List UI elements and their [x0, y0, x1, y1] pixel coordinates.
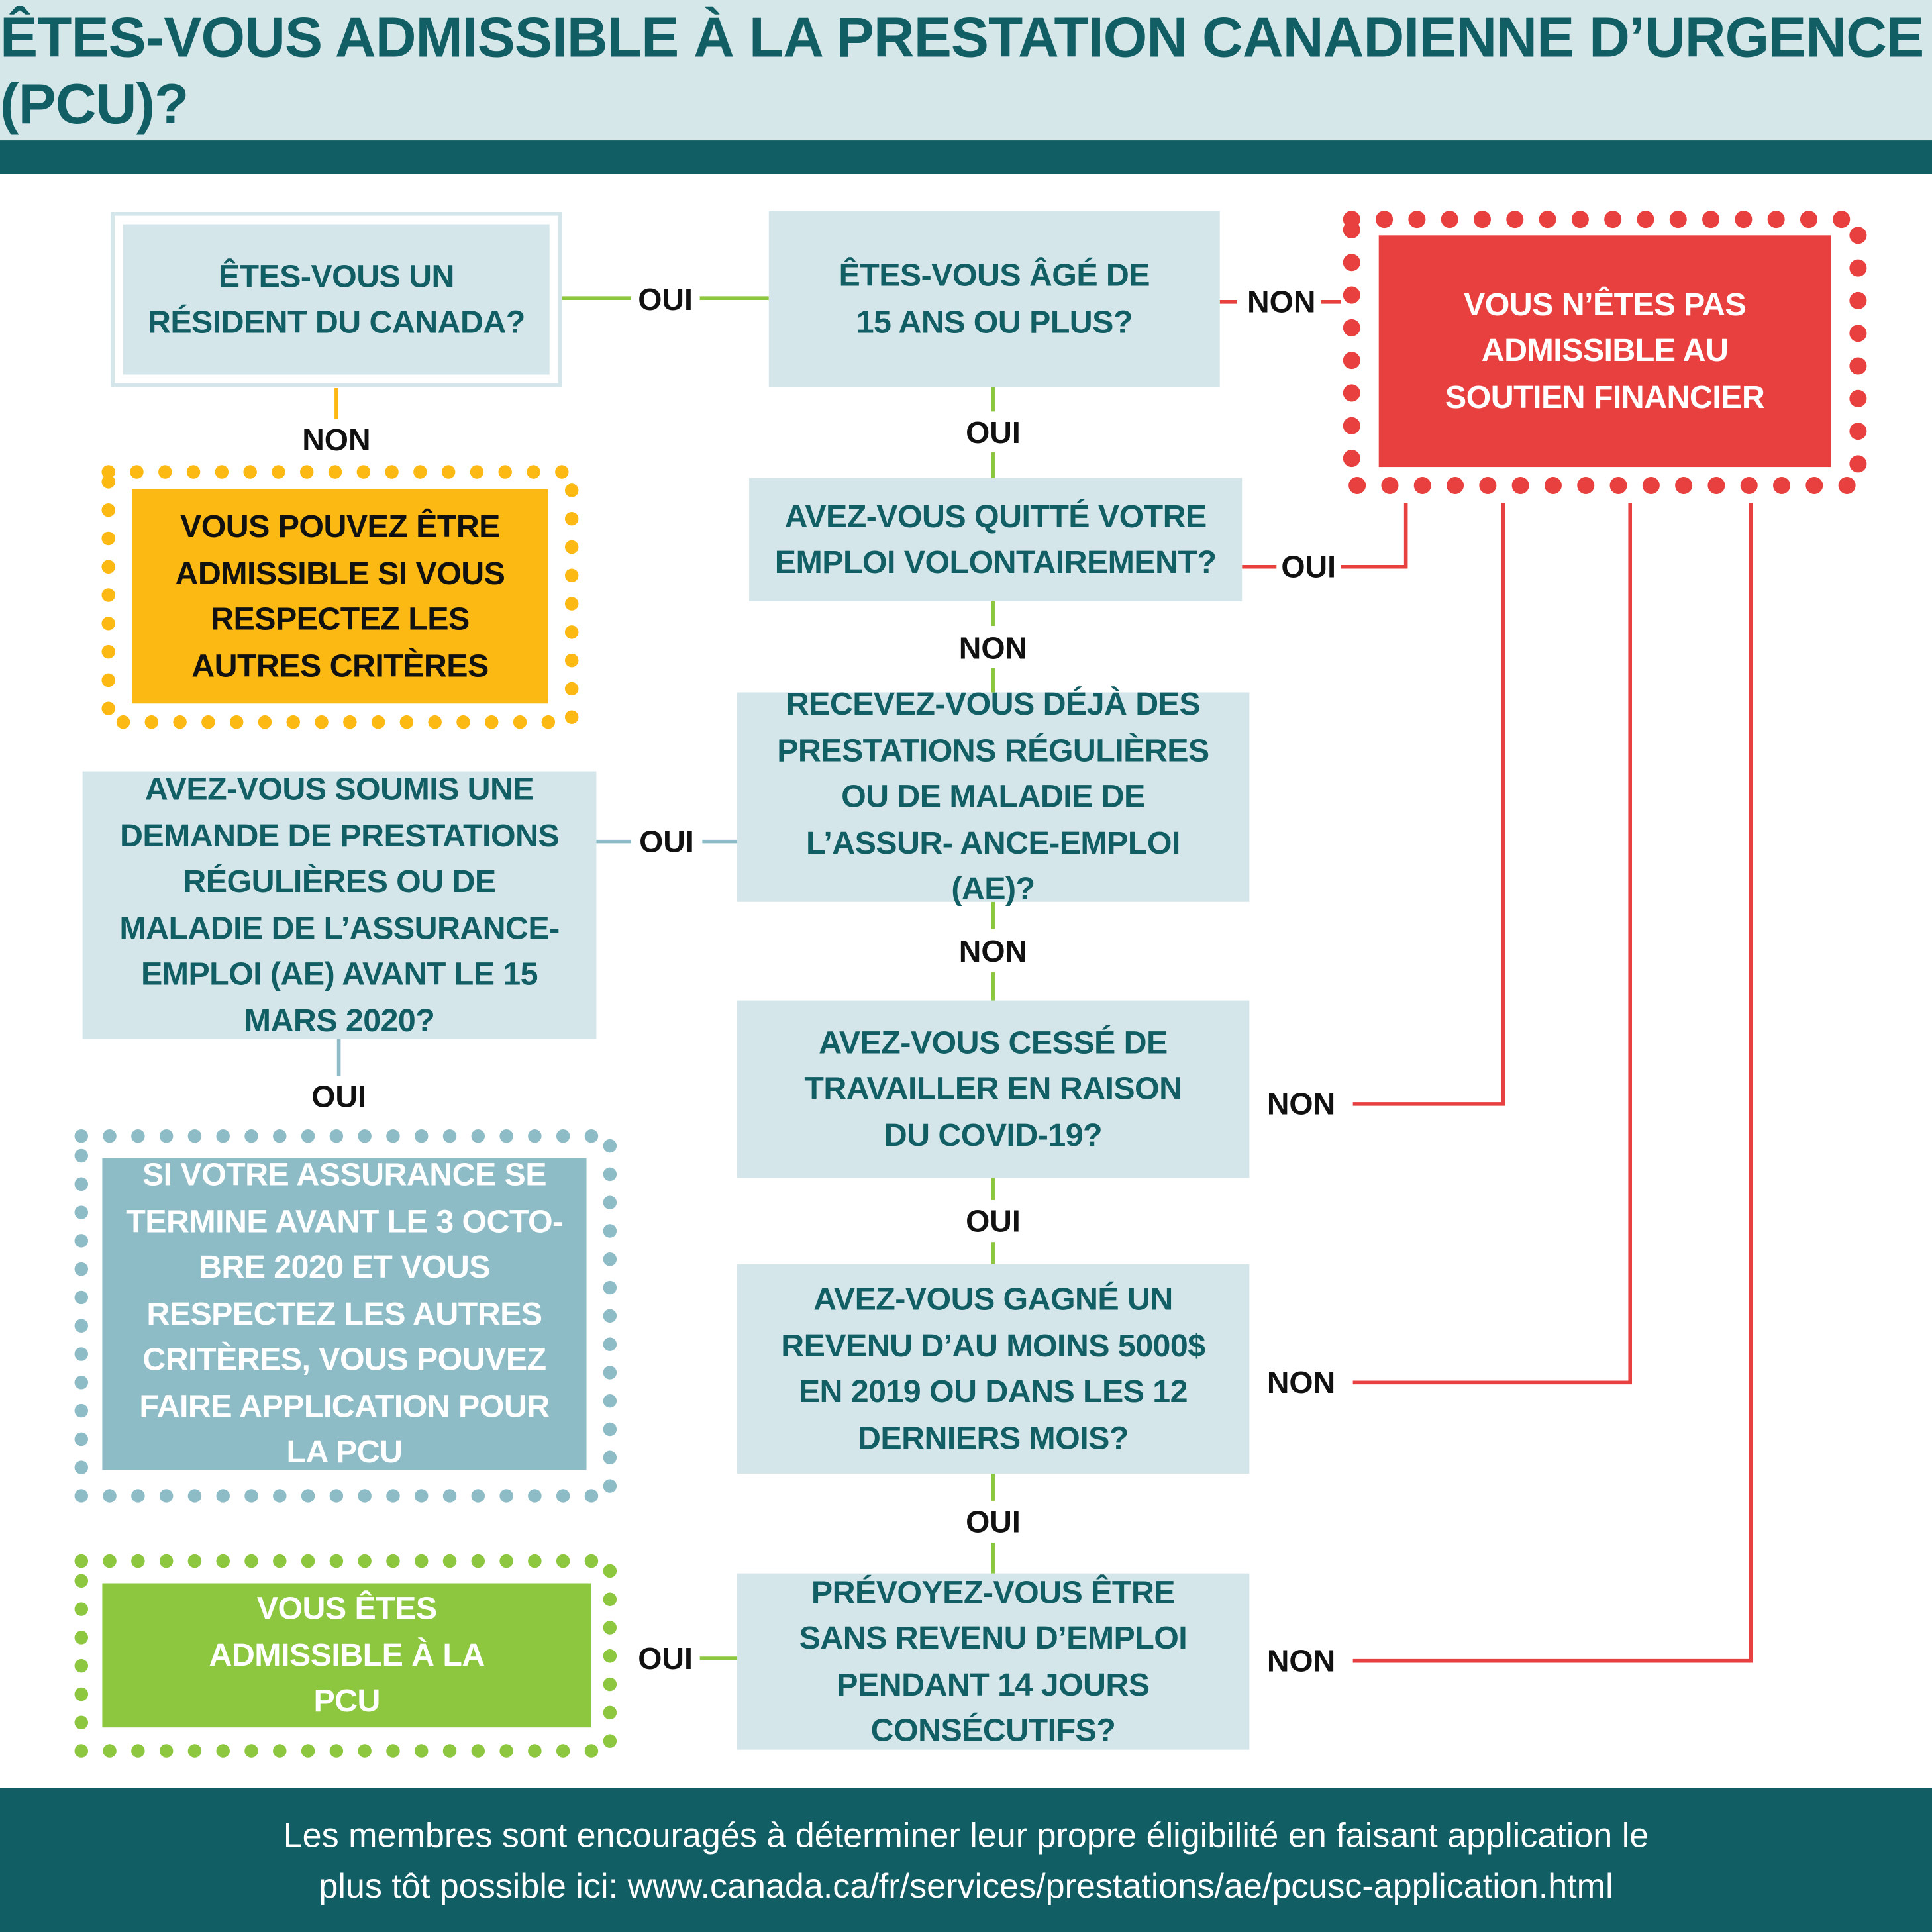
ae-end-dotted-frame [74, 1129, 617, 1503]
question-income-text: Avez-vous gagné un revenu d’au moins 500… [781, 1280, 1205, 1456]
label-covid-yes: OUI [966, 1204, 1021, 1239]
outcome-ae-end-text: Si votre assurance se termine avant le 3… [126, 1156, 563, 1470]
outcome-maybe-eligible-text: Vous pouvez être admissible si vous resp… [175, 507, 505, 684]
question-resident-text: Êtes-vous un résident du Canada? [147, 256, 525, 340]
label-income-no: NON [1266, 1366, 1336, 1401]
outcome-not-eligible-text: Vous n’êtes pas admissible au soutien fi… [1445, 285, 1765, 415]
label-ae-applied-yes: OUI [311, 1080, 366, 1115]
outcome-eligible-text: Vous êtes admissible à la PCU [209, 1590, 485, 1719]
footer-text-line-2: plus tôt possible ici: www.canada.ca/fr/… [319, 1866, 1613, 1906]
label-age-no: NON [1247, 285, 1316, 320]
question-quit-text: Avez-vous quitté votre emploi volontaire… [774, 497, 1217, 581]
outcome-ae-end: Si votre assurance se termine avant le 3… [102, 1156, 587, 1470]
question-ae-applied: Avez-vous soumis une demande de prestati… [82, 770, 597, 1039]
question-income: Avez-vous gagné un revenu d’au moins 500… [737, 1264, 1250, 1474]
connector-income-not-eligible [1352, 503, 1633, 1385]
question-covid: Avez-vous cessé de travailler en raison … [737, 1000, 1250, 1178]
outcome-maybe-eligible: Vous pouvez être admissible si vous resp… [132, 489, 548, 704]
header-stripe [0, 140, 1932, 174]
question-age-text: Êtes-vous âgé de 15 ans ou plus? [839, 256, 1150, 340]
not-eligible-dotted-frame [1343, 211, 1867, 494]
footer-band [0, 1788, 1932, 1932]
label-ae-no: NON [958, 935, 1028, 970]
page-title: Êtes-vous admissible à la Prestation can… [0, 5, 1924, 136]
question-no-income: Prévoyez-vous être sans revenu d’emploi … [737, 1573, 1250, 1750]
label-covid-no: NON [1266, 1087, 1336, 1122]
label-quit-no: NON [958, 631, 1028, 666]
question-quit: Avez-vous quitté votre emploi volontaire… [749, 478, 1243, 601]
question-no-income-text: Prévoyez-vous être sans revenu d’emploi … [799, 1572, 1188, 1749]
question-ae-receiving: Recevez-vous déjà des prestations réguli… [737, 686, 1250, 907]
label-quit-yes: OUI [1281, 550, 1337, 585]
footer-text-line-1: Les membres sont encouragés à déterminer… [283, 1816, 1649, 1855]
label-resident-no: NON [302, 423, 371, 458]
connector-noincome-not-eligible [1352, 503, 1753, 1663]
label-ae-yes: OUI [639, 825, 694, 860]
connector-covid-not-eligible [1352, 503, 1505, 1106]
label-age-yes: OUI [966, 415, 1021, 450]
connector-quit-not-eligible-2 [1341, 503, 1408, 569]
eligible-dotted-frame [74, 1554, 617, 1758]
maybe-eligible-dotted-frame [101, 465, 579, 729]
question-age: Êtes-vous âgé de 15 ans ou plus? [768, 211, 1220, 387]
outcome-eligible: Vous êtes admissible à la PCU [102, 1583, 591, 1728]
question-resident: Êtes-vous un résident du Canada? [111, 211, 562, 387]
label-resident-age-yes: OUI [638, 282, 693, 318]
label-income-yes: OUI [966, 1505, 1021, 1540]
label-noincome-yes: OUI [638, 1641, 693, 1676]
outcome-not-eligible: Vous n’êtes pas admissible au soutien fi… [1378, 235, 1831, 468]
question-ae-applied-text: Avez-vous soumis une demande de prestati… [119, 770, 560, 1039]
question-ae-receiving-text: Recevez-vous déjà des prestations réguli… [777, 685, 1209, 907]
header-band [0, 0, 1932, 141]
question-covid-text: Avez-vous cessé de travailler en raison … [804, 1023, 1182, 1153]
label-noincome-no: NON [1266, 1644, 1336, 1679]
